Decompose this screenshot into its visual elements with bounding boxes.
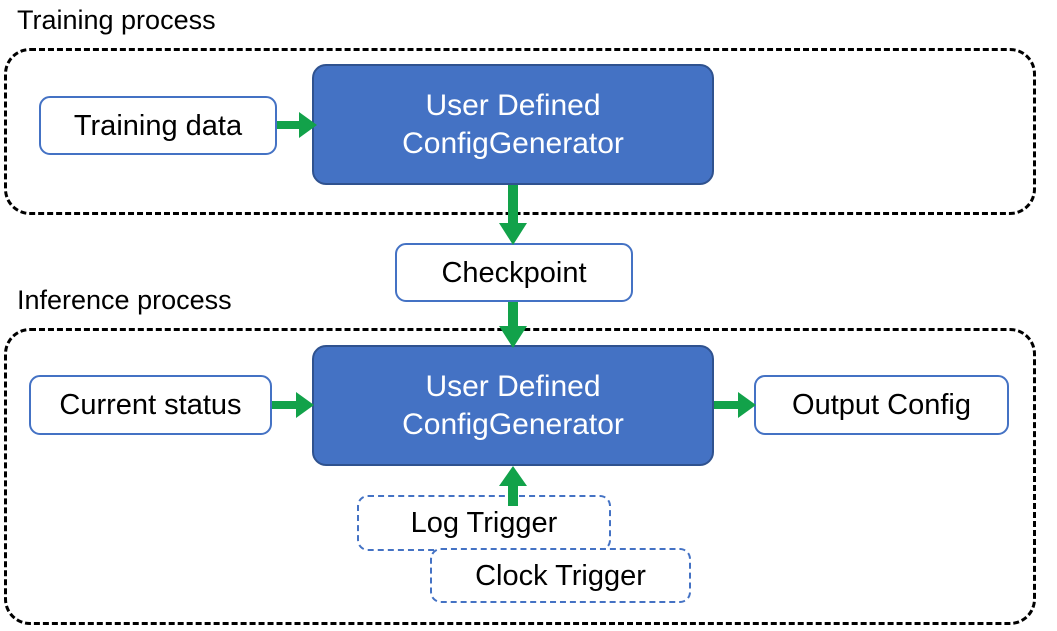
generator-inference-label-line2: ConfigGenerator (402, 407, 624, 441)
arrow-generator-to-output-config-icon (714, 392, 756, 418)
node-log-trigger-label: Log Trigger (410, 507, 558, 539)
node-output-config[interactable]: Output Config (754, 375, 1009, 435)
training-process-container (4, 48, 1036, 215)
node-checkpoint[interactable]: Checkpoint (395, 243, 633, 302)
arrow-checkpoint-to-generator-icon (499, 302, 527, 348)
arrow-generator-to-checkpoint-icon (499, 185, 527, 245)
training-process-caption: Training process (17, 5, 216, 35)
node-current-status-label: Current status (59, 389, 242, 421)
node-clock-trigger-label: Clock Trigger (475, 559, 646, 592)
node-user-defined-configgenerator-training[interactable]: User Defined ConfigGenerator (312, 64, 714, 185)
node-log-trigger[interactable]: Log Trigger (357, 495, 611, 551)
node-output-config-label: Output Config (792, 389, 971, 421)
node-checkpoint-label: Checkpoint (441, 256, 587, 289)
generator-inference-label-line1: User Defined (425, 369, 601, 403)
arrow-current-status-to-generator-icon (272, 392, 314, 418)
node-training-data-label: Training data (73, 109, 243, 142)
node-training-data[interactable]: Training data (39, 96, 277, 155)
node-current-status[interactable]: Current status (29, 375, 272, 435)
arrow-training-data-to-generator-icon (277, 112, 317, 138)
node-clock-trigger[interactable]: Clock Trigger (430, 548, 691, 603)
node-user-defined-configgenerator-inference[interactable]: User Defined ConfigGenerator (312, 345, 714, 466)
arrow-trigger-to-generator-icon (499, 466, 527, 506)
generator-training-label-line2: ConfigGenerator (402, 126, 624, 160)
generator-training-label-line1: User Defined (425, 88, 601, 122)
inference-process-caption: Inference process (17, 285, 232, 315)
